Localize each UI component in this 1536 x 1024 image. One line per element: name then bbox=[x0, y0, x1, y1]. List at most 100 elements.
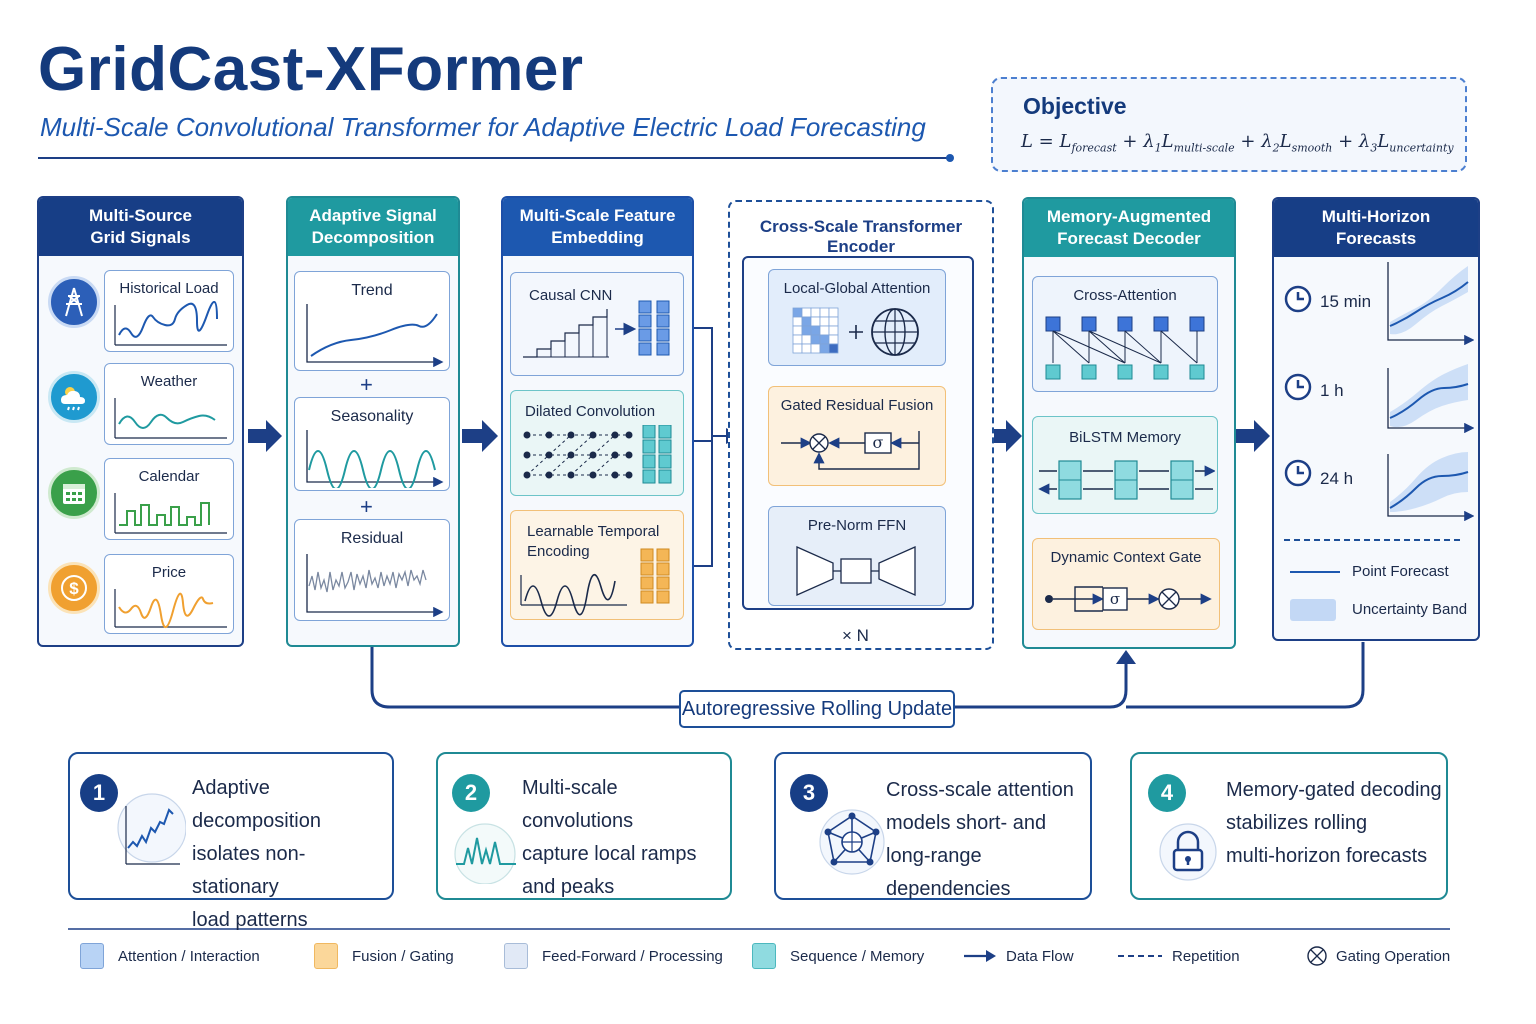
network-graph-icon bbox=[819, 809, 885, 875]
forecasts-title-2: Forecasts bbox=[1335, 229, 1417, 248]
takeaway-line: models short- and bbox=[886, 812, 1047, 834]
grid-signals-title-1: Multi-Source bbox=[89, 206, 192, 225]
objective-formula: L = Lforecast + λ1Lmulti-scale + λ2Lsmoo… bbox=[1021, 131, 1454, 155]
component-label: Trend bbox=[351, 282, 393, 299]
title-divider bbox=[38, 157, 950, 159]
seasonality-curve bbox=[306, 430, 444, 488]
legend-swatch bbox=[504, 943, 528, 969]
takeaway-line: Multi-scale convolutions bbox=[522, 777, 634, 832]
block-dynamic-context-gate: Dynamic Context Gate σ bbox=[1032, 538, 1220, 630]
horizon-label: 15 min bbox=[1320, 292, 1372, 311]
bilstm-diagram bbox=[1037, 460, 1215, 500]
takeaway-number: 4 bbox=[1148, 774, 1186, 812]
weather-cloud-icon bbox=[48, 371, 100, 423]
ffn-diagram bbox=[796, 545, 916, 597]
clock-icon bbox=[1284, 373, 1312, 401]
signal-card-historical-load: Historical Load bbox=[104, 270, 234, 352]
takeaway-line: Memory-gated decoding bbox=[1226, 779, 1442, 801]
gating-multiply-icon bbox=[1307, 946, 1327, 966]
point-forecast-swatch bbox=[1290, 571, 1340, 573]
legend-fusion: Fusion / Gating bbox=[314, 942, 454, 970]
takeaway-line: Cross-scale attention bbox=[886, 779, 1074, 801]
block-bilstm-memory: BiLSTM Memory bbox=[1032, 416, 1218, 514]
embedding-title-2: Embedding bbox=[551, 228, 644, 247]
gated-fusion-diagram bbox=[781, 431, 920, 470]
takeaway-line: load patterns bbox=[192, 909, 308, 931]
embedding-title-1: Multi-Scale Feature bbox=[519, 206, 676, 225]
legend-data-flow: Data Flow bbox=[962, 942, 1074, 970]
price-sparkline bbox=[114, 589, 227, 628]
forecast-legend-divider bbox=[1284, 539, 1460, 541]
component-card-residual: Residual bbox=[294, 519, 450, 621]
context-gate-diagram bbox=[1045, 586, 1212, 612]
block-label: Encoding bbox=[527, 543, 590, 560]
block-gated-residual-fusion: Gated Residual Fusion σ bbox=[768, 386, 946, 486]
component-label: Residual bbox=[340, 530, 404, 547]
legend-attention: Attention / Interaction bbox=[80, 942, 260, 970]
transmission-tower-icon bbox=[48, 276, 100, 328]
takeaway-number: 2 bbox=[452, 774, 490, 812]
uncertainty-band-swatch bbox=[1290, 599, 1336, 621]
weather-sparkline bbox=[114, 398, 227, 439]
decoder-title-1: Memory-Augmented bbox=[1046, 207, 1212, 226]
block-pre-norm-ffn: Pre-Norm FFN bbox=[768, 506, 946, 606]
block-label: Causal CNN bbox=[529, 287, 613, 304]
legend-label: Sequence / Memory bbox=[790, 947, 925, 965]
legend-label: Repetition bbox=[1172, 947, 1240, 965]
cross-attention-diagram bbox=[1045, 316, 1205, 380]
sigma-symbol: σ bbox=[1109, 590, 1121, 608]
takeaway-line: stabilizes rolling bbox=[1226, 812, 1368, 834]
signal-label: Calendar bbox=[138, 468, 200, 485]
sigma-symbol: σ bbox=[872, 433, 884, 452]
legend-swatch bbox=[80, 943, 104, 969]
signal-card-calendar: Calendar bbox=[104, 458, 234, 540]
takeaway-line: multi-horizon forecasts bbox=[1226, 845, 1428, 867]
trend-curve bbox=[306, 304, 444, 368]
decomposition-title-1: Adaptive Signal bbox=[309, 206, 437, 225]
uncertainty-band-label: Uncertainty Band bbox=[1352, 601, 1468, 618]
signal-card-weather: Weather bbox=[104, 363, 234, 445]
legend-label: Attention / Interaction bbox=[118, 947, 260, 965]
block-dilated-convolution: Dilated Convolution bbox=[510, 390, 684, 496]
horizon-1h bbox=[1284, 372, 1314, 407]
block-label: Dilated Convolution bbox=[525, 403, 656, 420]
clock-icon bbox=[1284, 285, 1312, 313]
block-label: Pre-Norm FFN bbox=[807, 517, 907, 534]
takeaway-card-2: 2 Multi-scale convolutions capture local… bbox=[436, 752, 732, 900]
encoder-title: Cross-Scale Transformer Encoder bbox=[759, 217, 963, 256]
dollar-coin-icon: $ bbox=[48, 562, 100, 614]
svg-text:$: $ bbox=[69, 579, 79, 598]
takeaway-number: 3 bbox=[790, 774, 828, 812]
signal-label: Historical Load bbox=[119, 280, 219, 297]
plus-sign: + bbox=[360, 372, 373, 397]
legend-swatch bbox=[314, 943, 338, 969]
block-cross-attention: Cross-Attention bbox=[1032, 276, 1218, 392]
takeaway-line: isolates non-stationary bbox=[192, 843, 306, 898]
page-subtitle: Multi-Scale Convolutional Transformer fo… bbox=[40, 112, 926, 142]
legend-label: Feed-Forward / Processing bbox=[542, 947, 723, 965]
decomposition-title-2: Decomposition bbox=[311, 228, 435, 247]
component-card-seasonality: Seasonality bbox=[294, 397, 450, 491]
legend-repetition: Repetition bbox=[1116, 942, 1240, 970]
calendar-sparkline bbox=[114, 493, 227, 534]
component-card-trend: Trend bbox=[294, 271, 450, 371]
legend-label: Fusion / Gating bbox=[352, 947, 454, 965]
takeaway-number: 1 bbox=[80, 774, 118, 812]
block-learnable-temporal-encoding: Learnable Temporal Encoding bbox=[510, 510, 684, 620]
dilated-convolution-diagram bbox=[523, 425, 672, 484]
arrow-right-icon bbox=[964, 950, 996, 962]
objective-box: Objective L = Lforecast + λ1Lmulti-scale… bbox=[991, 77, 1467, 172]
repeat-n-label: × N bbox=[842, 626, 869, 645]
block-causal-cnn: Causal CNN bbox=[510, 272, 684, 376]
signal-card-price: Price bbox=[104, 554, 234, 634]
legend-label: Gating Operation bbox=[1336, 947, 1451, 965]
dashed-line-icon bbox=[1118, 955, 1162, 957]
takeaway-card-3: 3 Cross-scale attention models short- an… bbox=[774, 752, 1092, 900]
block-label: BiLSTM Memory bbox=[1069, 429, 1181, 446]
point-forecast-label: Point Forecast bbox=[1352, 563, 1449, 580]
takeaway-line: and peaks bbox=[522, 876, 615, 898]
autoregressive-rolling-update: Autoregressive Rolling Update bbox=[679, 690, 955, 728]
